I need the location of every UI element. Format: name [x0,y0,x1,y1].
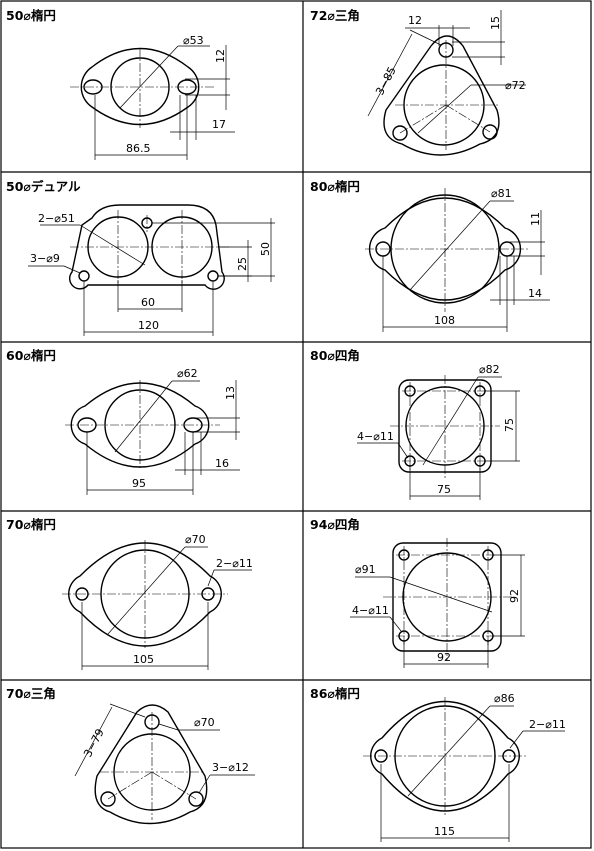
dim-label: 11 [529,212,542,226]
dim-label: ⌀62 [177,367,198,380]
dim-label: ⌀86 [494,692,515,705]
dim-label: ⌀72 [505,79,526,92]
panel-86-oval: 86⌀楕円 ⌀86 2−⌀11 115 [310,686,566,842]
dim-label: 75 [503,418,516,432]
dim-label: ⌀82 [479,363,500,376]
dim-label: 16 [215,457,229,470]
dim-label: ⌀81 [491,187,512,200]
dim-label: 12 [408,14,422,27]
panel-title: 70⌀三角 [6,686,56,701]
panel-title: 94⌀四角 [310,517,360,532]
dim-label: 3−79 [81,727,107,760]
panel-title: 72⌀三角 [310,8,360,23]
dim-label: 3−⌀12 [212,761,249,774]
panel-50-dual: 50⌀デュアル 2−⌀51 3−⌀9 25 50 60 120 [6,179,275,336]
dim-label: 86.5 [126,142,151,155]
panel-title: 50⌀楕円 [6,8,56,23]
dim-label: ⌀70 [194,716,215,729]
panel-70-triangle: 70⌀三角 ⌀70 3−⌀12 3−79 [6,686,255,825]
dim-label: 108 [434,314,455,327]
dim-label: 3−85 [373,65,399,98]
dim-label: 3−⌀9 [30,252,60,265]
panel-94-square: 94⌀四角 ⌀91 4−⌀11 92 92 [310,517,525,668]
panel-title: 80⌀楕円 [310,179,360,194]
panel-title: 80⌀四角 [310,348,360,363]
panel-title: 50⌀デュアル [6,179,81,194]
dim-label: 4−⌀11 [352,604,389,617]
dim-label: 14 [528,287,542,300]
dim-label: 75 [437,483,451,496]
dim-label: 2−⌀11 [216,557,253,570]
dim-label: 15 [489,16,502,30]
dim-label: ⌀70 [185,533,206,546]
dim-label: 60 [141,296,155,309]
panel-80-square: 80⌀四角 ⌀82 4−⌀11 75 75 [310,348,520,500]
panel-title: 86⌀楕円 [310,686,360,701]
dim-label: 92 [437,651,451,664]
panel-title: 60⌀楕円 [6,348,56,363]
panel-60-oval: 60⌀楕円 ⌀62 13 16 95 [6,348,240,495]
dim-label: ⌀53 [183,34,204,47]
panel-72-triangle: 72⌀三角 ⌀72 12 15 3−85 [310,8,526,156]
dim-label: 12 [214,49,227,63]
dim-label: 2−⌀51 [38,212,75,225]
dim-label: 120 [138,319,159,332]
panel-80-oval: 80⌀楕円 ⌀81 11 14 108 [310,179,550,332]
dim-label: 115 [434,825,455,838]
dim-label: 95 [132,477,146,490]
dim-label: 92 [508,589,521,603]
panel-70-oval: 70⌀楕円 ⌀70 2−⌀11 105 [6,517,253,670]
dim-label: 4−⌀11 [357,430,394,443]
dim-label: 105 [133,653,154,666]
dim-label: 25 [236,257,249,271]
dim-label: 17 [212,118,226,131]
dim-label: 2−⌀11 [529,718,566,731]
dim-label: 13 [224,386,237,400]
dim-label: 50 [259,242,272,256]
panel-title: 70⌀楕円 [6,517,56,532]
dim-label: ⌀91 [355,563,376,576]
panel-50-oval: 50⌀楕円 ⌀53 12 17 86.5 [6,8,235,160]
